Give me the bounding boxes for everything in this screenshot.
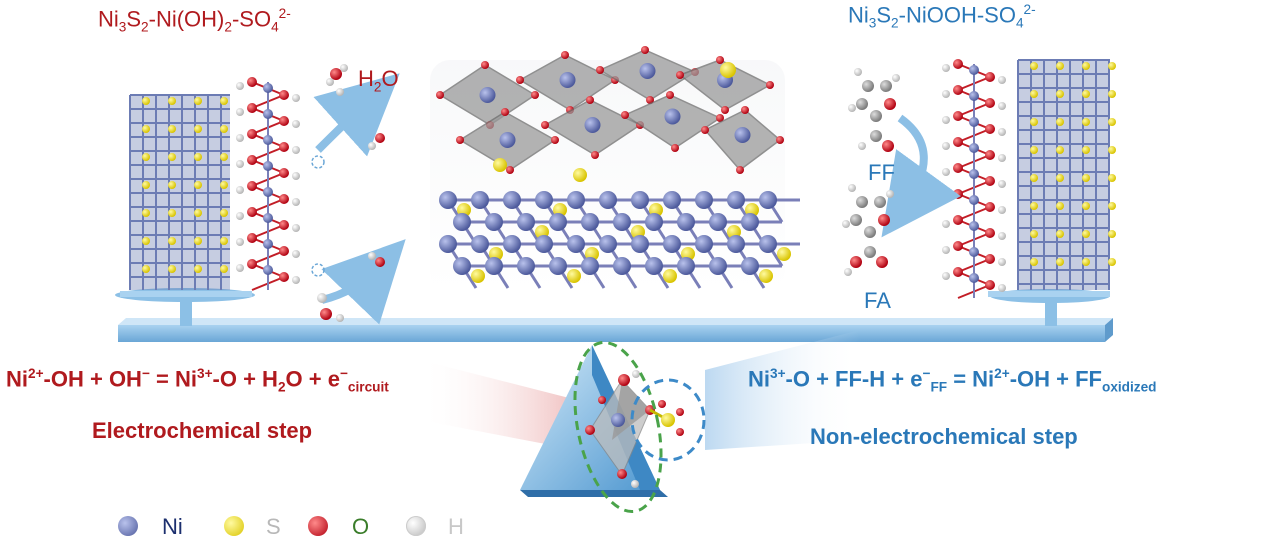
non-electrochemical-equation: Ni3+-O + FF-H + e−FF = Ni2+-OH + FFoxidi… [748, 366, 1157, 395]
legend-s-swatch [224, 516, 244, 536]
furfural-molecules [842, 68, 961, 276]
left-pan [115, 288, 255, 326]
left-panel-title: Ni3S2-Ni(OH)2-SO42- [98, 6, 291, 35]
left-ni3s2-slab [129, 94, 230, 290]
h2o-label: H2O [358, 66, 399, 95]
legend-s-label: S [266, 514, 281, 539]
fa-label: FA [864, 288, 891, 313]
legend-ni-swatch [118, 516, 138, 536]
electrochemical-equation: Ni2+-OH + OH− = Ni3+-O + H2O + e−circuit [6, 366, 389, 395]
right-hydroxide-chain [942, 59, 1006, 299]
legend-h-label: H [448, 514, 464, 539]
non-electrochemical-step-label: Non-electrochemical step [810, 424, 1078, 449]
center-crystal-structure [430, 46, 800, 292]
lever-beam [118, 318, 1113, 342]
electrochemical-step-label: Electrochemical step [92, 418, 313, 443]
hydroxyl-highlight [573, 340, 663, 514]
right-panel-title: Ni3S2-NiOOH-SO42- [848, 2, 1036, 31]
legend-o-label: O [352, 514, 370, 539]
left-hydroxide-chain [236, 77, 300, 291]
ff-label: FF [868, 160, 895, 185]
legend-ni-label: Ni [162, 514, 183, 539]
sulfate-highlight [630, 378, 706, 462]
left-water-molecules [311, 64, 406, 325]
legend-h-swatch [406, 516, 426, 536]
legend-o-swatch [308, 516, 328, 536]
octahedral-site [573, 340, 706, 514]
right-pan [988, 289, 1110, 326]
right-ni3s2-slab [1017, 59, 1116, 290]
